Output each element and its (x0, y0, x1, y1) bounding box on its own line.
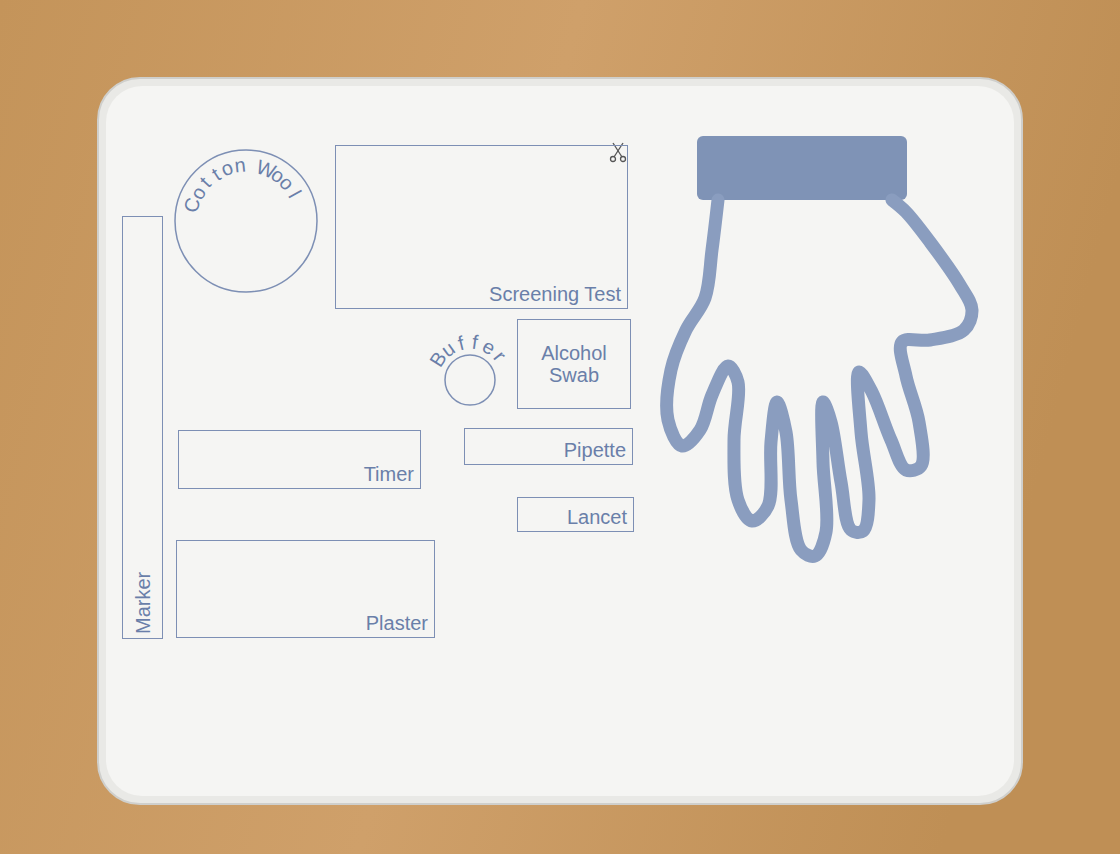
item-label: Alcohol Swab (524, 342, 624, 386)
label-letter: n (234, 155, 247, 176)
label-letter: o (219, 157, 236, 180)
circle-outline (444, 354, 496, 406)
item-label: Buffer (444, 354, 496, 406)
item-label: Cotton Wool (174, 149, 318, 293)
item-box: Screening Test (335, 145, 628, 309)
laminate-edge (98, 78, 1022, 804)
item-label: Plaster (366, 612, 428, 634)
item-circle: Buffer (444, 354, 496, 406)
item-box: Pipette (464, 428, 633, 465)
item-box: Alcohol Swab (517, 319, 631, 409)
circle-line (445, 355, 495, 405)
item-box: Marker (122, 216, 163, 639)
item-box: Plaster (176, 540, 435, 638)
item-label: Timer (364, 463, 414, 485)
placemat-board (106, 86, 1014, 796)
item-box: Timer (178, 430, 421, 489)
label-letter: f (471, 332, 479, 353)
item-label: Screening Test (489, 283, 621, 305)
circle-line (175, 150, 317, 292)
hand-outline (667, 200, 972, 556)
item-circle: Cotton Wool (174, 149, 318, 293)
label-letter: f (456, 333, 466, 354)
item-label: Marker (132, 572, 154, 634)
item-label: Pipette (564, 439, 626, 461)
glove-cuff (697, 136, 907, 200)
item-label: Lancet (567, 506, 627, 528)
item-box: Lancet (517, 497, 634, 532)
